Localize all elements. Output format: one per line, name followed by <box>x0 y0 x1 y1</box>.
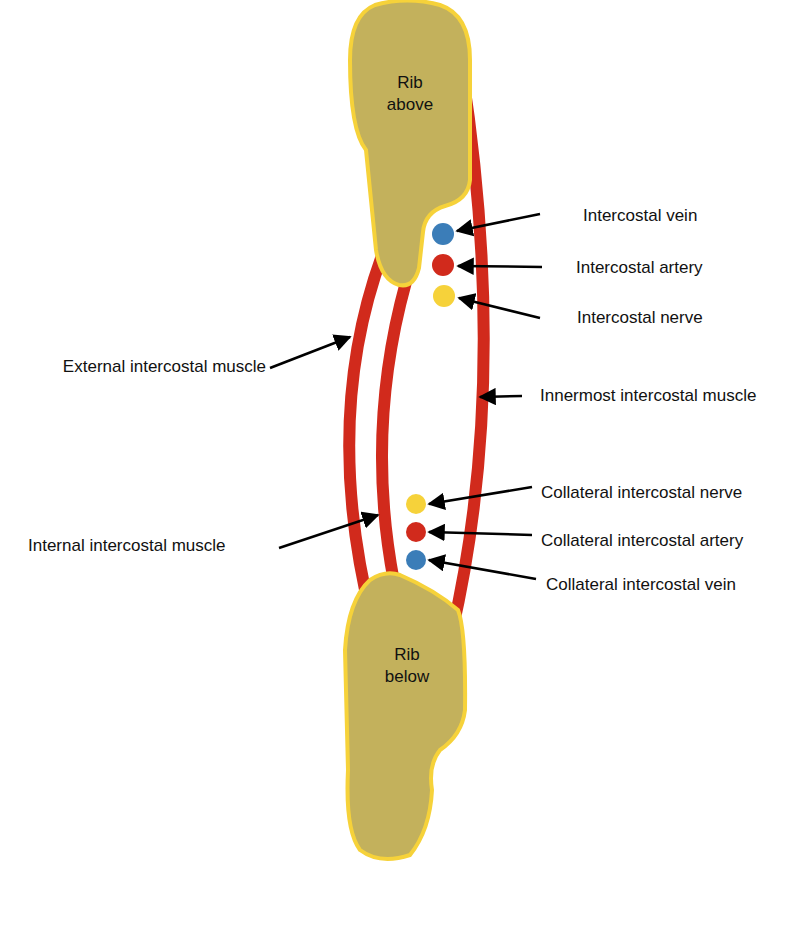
rib-outline <box>340 570 470 865</box>
artery-dot <box>432 254 454 276</box>
leader-arrow <box>429 487 532 504</box>
leader-arrow <box>459 298 540 318</box>
part-label: Collateral intercostal nerve <box>541 482 742 504</box>
rib-bone <box>350 1 470 286</box>
part-label: Collateral intercostal vein <box>546 574 736 596</box>
rib-shape: Rib below <box>340 570 470 865</box>
part-label: Intercostal nerve <box>577 307 703 329</box>
part-label: Innermost intercostal muscle <box>540 385 756 407</box>
nerve-dot <box>406 494 426 514</box>
leader-arrow <box>429 560 536 579</box>
rib-outline <box>345 0 475 290</box>
leader-arrow <box>429 532 532 535</box>
leader-arrow <box>457 214 540 231</box>
vein-dot <box>406 550 426 570</box>
leader-arrow <box>279 515 378 548</box>
part-label: Intercostal vein <box>583 205 697 227</box>
nerve-dot <box>433 285 455 307</box>
rib-label: Rib above <box>375 72 445 116</box>
part-label: Intercostal artery <box>576 257 703 279</box>
part-label: Collateral intercostal artery <box>541 530 743 552</box>
leader-arrow <box>458 266 542 267</box>
rib-shape: Rib above <box>345 0 475 290</box>
artery-dot <box>406 522 426 542</box>
rib-bone <box>345 573 465 859</box>
part-label: External intercostal muscle <box>63 356 266 378</box>
leader-arrow <box>480 396 522 397</box>
internal-intercostal-muscle <box>382 282 406 582</box>
part-label: Internal intercostal muscle <box>28 535 225 557</box>
rib-label: Rib below <box>372 644 442 688</box>
vein-dot <box>432 223 454 245</box>
leader-arrow <box>270 337 350 368</box>
